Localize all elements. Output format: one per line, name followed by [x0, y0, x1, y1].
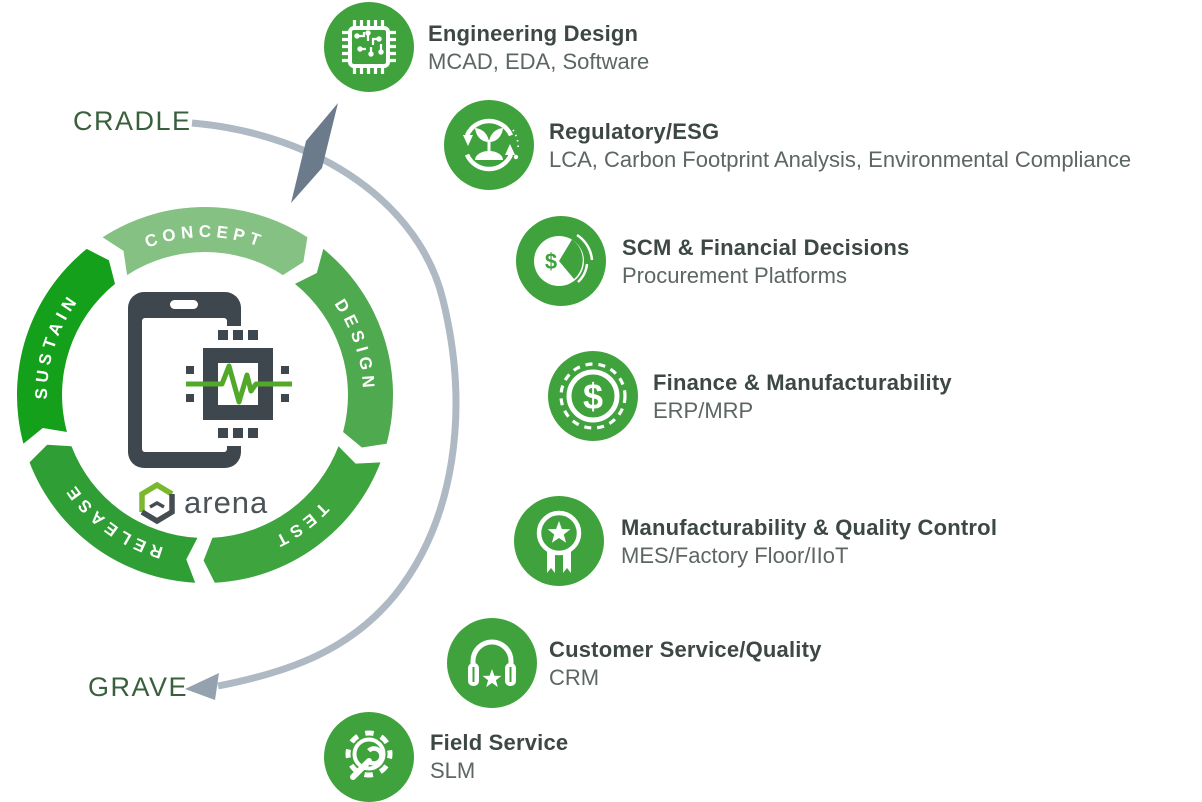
integration-subtitle: ERP/MRP — [653, 398, 754, 423]
phase-segment-design — [295, 248, 394, 448]
kite-marker-icon — [291, 103, 338, 203]
cradle-label: CRADLE — [73, 106, 192, 136]
integration-subtitle: Procurement Platforms — [622, 263, 847, 288]
phase-segment-sustain — [16, 248, 116, 444]
circuit-chip-icon — [324, 2, 414, 92]
integration-title: Manufacturability & Quality Control — [621, 515, 998, 540]
integration-title: Customer Service/Quality — [549, 637, 822, 662]
arc-arrowhead-icon — [185, 673, 219, 700]
award-star-icon — [514, 496, 604, 586]
integration-subtitle: MES/Factory Floor/IIoT — [621, 543, 849, 568]
arena-wordmark: arena — [184, 485, 269, 520]
dollar-coin-icon: $ — [548, 351, 638, 441]
integration-subtitle: MCAD, EDA, Software — [428, 49, 650, 74]
svg-text:$: $ — [583, 376, 603, 417]
pie-chart-dollar-icon: $ — [516, 216, 606, 306]
phase-segment-concept — [102, 206, 308, 276]
arena-logo-icon — [139, 481, 175, 525]
phone-chip-icon — [128, 292, 292, 468]
integration-subtitle: LCA, Carbon Footprint Analysis, Environm… — [549, 147, 1132, 172]
cradle-to-grave-arc — [191, 119, 460, 690]
svg-text:$: $ — [545, 249, 557, 274]
headset-star-icon — [447, 618, 537, 708]
integration-subtitle: SLM — [430, 758, 476, 783]
phase-segment-test — [203, 446, 381, 583]
gear-wrench-icon — [324, 712, 414, 802]
integration-title: SCM & Financial Decisions — [622, 235, 910, 260]
grave-label: GRAVE — [88, 672, 189, 702]
phase-segment-release — [29, 444, 198, 583]
pulse-line-icon — [186, 363, 292, 405]
integration-title: Finance & Manufacturability — [653, 370, 952, 395]
integration-title: Field Service — [430, 730, 569, 755]
integration-title: Regulatory/ESG — [549, 119, 720, 144]
integration-subtitle: CRM — [549, 665, 600, 690]
integration-title: Engineering Design — [428, 21, 639, 46]
sustainability-plant-icon — [444, 100, 534, 190]
